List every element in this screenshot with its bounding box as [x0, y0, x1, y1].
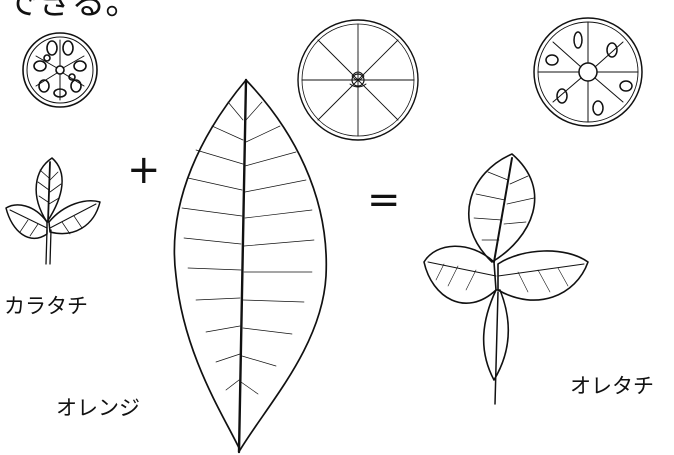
plus-sign: + — [127, 150, 161, 190]
orange-fruit-slice-icon — [298, 20, 418, 140]
karatachi-trifoliate-leaf-icon — [6, 158, 100, 264]
orange-leaf-icon — [174, 80, 326, 452]
oretachi-trifoliate-leaf-icon — [424, 154, 588, 404]
label-orange: オレンジ — [56, 398, 140, 419]
label-oretachi: オレタチ — [570, 376, 654, 397]
equals-sign: = — [367, 180, 401, 220]
oretachi-fruit-slice-icon — [534, 18, 642, 126]
label-karatachi: カラタチ — [4, 296, 88, 317]
karatachi-fruit-slice-icon — [23, 33, 97, 107]
